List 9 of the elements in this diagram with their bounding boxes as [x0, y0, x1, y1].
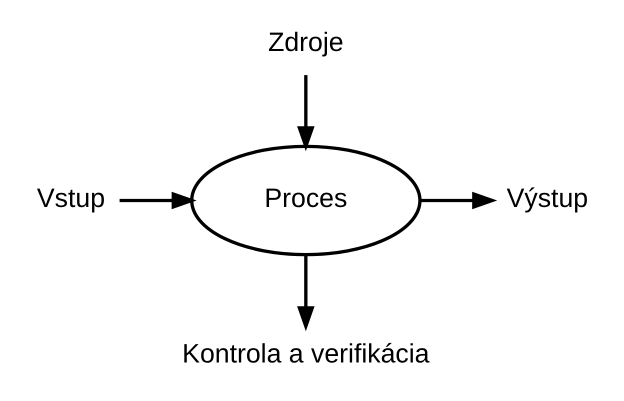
node-text: Zdroje — [268, 27, 344, 58]
node-text: Kontrola a verifikácia — [182, 338, 429, 369]
arrow — [420, 192, 497, 210]
node-ellipse: Proces — [190, 144, 422, 256]
node-text: Vstup — [36, 182, 105, 213]
node-text: Výstup — [506, 182, 588, 213]
arrow — [296, 255, 314, 332]
arrow — [296, 75, 314, 152]
arrow — [119, 192, 196, 210]
